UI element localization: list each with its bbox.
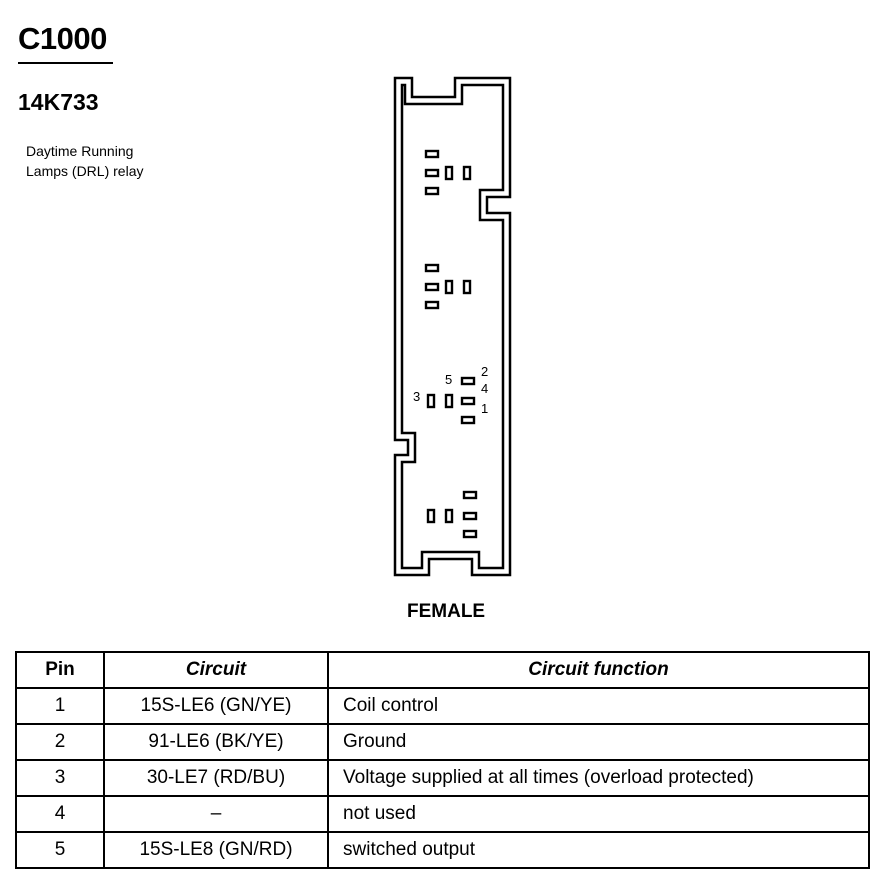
pin-label-2: 2 — [481, 364, 488, 379]
connector-description: Daytime Running Lamps (DRL) relay — [26, 141, 226, 181]
row-pin: 5 — [15, 831, 105, 869]
description-line-2: Lamps (DRL) relay — [26, 163, 144, 179]
cavity-pin-2 — [444, 393, 454, 409]
row-circuit: – — [103, 795, 329, 833]
row-function: Voltage supplied at all times (overload … — [327, 759, 870, 797]
housing-outline — [393, 76, 512, 577]
row-function: switched output — [327, 831, 870, 869]
header-circuit: Circuit — [103, 651, 329, 689]
row-circuit: 15S-LE8 (GN/RD) — [103, 831, 329, 869]
table-header-row: Pin Circuit Circuit function — [15, 651, 870, 689]
title-underline — [18, 62, 113, 64]
row-pin: 3 — [15, 759, 105, 797]
table-row: 2 91-LE6 (BK/YE) Ground — [15, 723, 870, 761]
pin-label-4: 4 — [481, 381, 488, 396]
cavity-group-3 — [426, 376, 476, 425]
pinout-table: Pin Circuit Circuit function 1 15S-LE6 (… — [15, 651, 870, 869]
row-pin: 2 — [15, 723, 105, 761]
cavity-pin-5 — [460, 376, 476, 386]
cavity-group-2 — [424, 263, 472, 310]
connector-gender-label: FEMALE — [407, 601, 486, 622]
pin-label-3: 3 — [413, 389, 420, 404]
row-function: Coil control — [327, 687, 870, 725]
table-row: 1 15S-LE6 (GN/YE) Coil control — [15, 687, 870, 725]
row-circuit: 91-LE6 (BK/YE) — [103, 723, 329, 761]
cavity-group-4 — [426, 490, 478, 539]
cavity-group-1 — [424, 149, 472, 196]
row-function: not used — [327, 795, 870, 833]
description-line-1: Daytime Running — [26, 143, 134, 159]
row-circuit: 15S-LE6 (GN/YE) — [103, 687, 329, 725]
cavity-pin-1 — [460, 415, 476, 425]
table-row: 4 – not used — [15, 795, 870, 833]
table-row: 3 30-LE7 (RD/BU) Voltage supplied at all… — [15, 759, 870, 797]
cavity-pin-3 — [426, 393, 436, 409]
row-circuit: 30-LE7 (RD/BU) — [103, 759, 329, 797]
pin-label-5: 5 — [445, 372, 452, 387]
row-pin: 1 — [15, 687, 105, 725]
row-pin: 4 — [15, 795, 105, 833]
cavity-pin-4 — [460, 396, 476, 406]
header-circuit-function: Circuit function — [327, 651, 870, 689]
table-row: 5 15S-LE8 (GN/RD) switched output — [15, 831, 870, 869]
connector-face-diagram: 5 2 4 3 1 — [393, 76, 512, 577]
housing-inner-wall — [400, 83, 505, 570]
part-number: 14K733 — [18, 89, 99, 115]
header-pin: Pin — [15, 651, 105, 689]
row-function: Ground — [327, 723, 870, 761]
connector-id: C1000 — [18, 21, 107, 56]
pin-label-1: 1 — [481, 401, 488, 416]
